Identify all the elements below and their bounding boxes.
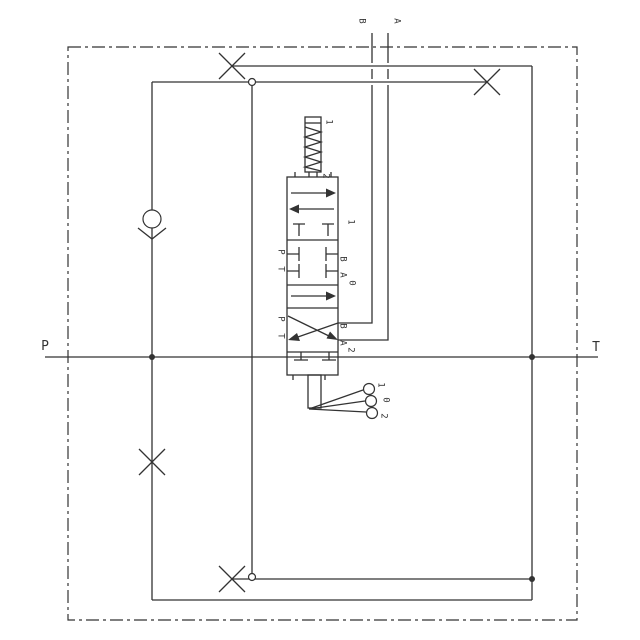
valve-box0-a-label: A — [338, 272, 348, 278]
detent-label-0: 0 — [381, 397, 391, 402]
valve-box2-label: 2 — [346, 347, 356, 352]
junction-dot — [529, 354, 535, 360]
detent-circle-1 — [362, 382, 376, 396]
junction-dot — [529, 576, 535, 582]
blocked-port-icon — [325, 264, 338, 278]
detent-circle-0 — [364, 394, 378, 408]
spring-bottom-label: 2 — [321, 173, 331, 178]
blocked-port-icon — [325, 247, 338, 261]
flow-arrow-right-icon — [326, 291, 336, 301]
valve-box2-a-label: A — [338, 340, 348, 346]
plug-x-top-left-icon — [218, 52, 246, 80]
plug-x-bottom-icon — [218, 565, 246, 593]
main-pt-line — [45, 354, 598, 360]
detent-circle-2 — [365, 406, 379, 420]
mounting-ticks — [292, 172, 332, 380]
junction-dot — [149, 354, 155, 360]
bottom-line-1 — [232, 576, 535, 582]
cross-arrow-head-icon — [326, 331, 338, 340]
valve-pos1-label: 1 — [346, 219, 356, 224]
valve-box0-label: 0 — [347, 280, 357, 285]
blocked-port-icon — [287, 247, 300, 261]
pilot-line-b-label: B — [357, 18, 367, 23]
junction-circle — [247, 572, 257, 582]
cross-arrow-head-icon — [288, 333, 300, 341]
valve-bottom-box — [294, 352, 336, 361]
valve-box0-t-label: T — [276, 266, 286, 272]
blocked-port-icon — [322, 223, 334, 236]
port-label-t: T — [592, 340, 600, 355]
spring-top-label: 1 — [324, 119, 334, 124]
spring-icon — [302, 116, 324, 177]
enclosure-boundary — [67, 46, 578, 621]
directional-valve: 1 2 1 P T B A 0 — [276, 116, 391, 420]
junction-circle — [247, 77, 257, 87]
pilot-line-a-label: A — [392, 18, 402, 24]
pilot-line-b — [338, 33, 373, 324]
blocked-port-icon — [293, 223, 305, 236]
valve-box0-p-label: P — [276, 249, 286, 255]
blocked-port-icon — [294, 352, 308, 361]
plug-x-top-right-icon — [473, 68, 501, 96]
blocked-port-icon — [287, 264, 300, 278]
flow-arrow-left-icon — [289, 204, 299, 214]
valve-box-2 — [287, 315, 339, 341]
valve-box2-b-label: B — [338, 323, 348, 328]
check-valve-icon — [137, 209, 167, 240]
plug-x-left-icon — [138, 448, 166, 476]
valve-box-1 — [289, 188, 336, 236]
valve-box-0 — [287, 247, 338, 278]
detent-label-2: 2 — [379, 413, 389, 418]
detent-label-1: 1 — [376, 382, 386, 387]
valve-box2-t-label: T — [276, 333, 286, 339]
actuator-stem — [307, 374, 322, 409]
pilot-line-a — [338, 33, 389, 341]
valve-box-transition — [291, 291, 336, 301]
detent-fan — [308, 382, 379, 420]
flow-arrow-right-icon — [326, 188, 336, 198]
blocked-port-icon — [322, 352, 336, 361]
valve-box0-b-label: B — [338, 256, 348, 261]
valve-box2-p-label: P — [276, 316, 286, 322]
port-label-p: P — [41, 339, 49, 354]
